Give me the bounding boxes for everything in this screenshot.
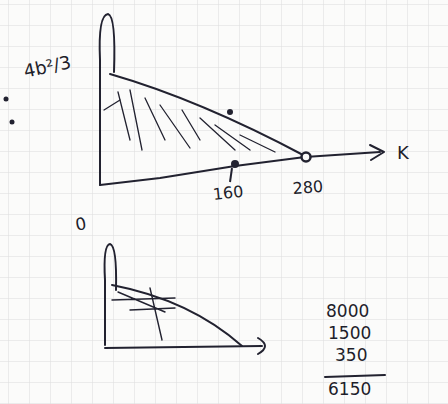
axis-tick: 280 [292,178,324,198]
sum-term: 8000 [326,302,369,321]
axis-name: K [397,143,409,163]
sum-term: 1500 [328,324,371,343]
axis-tick: 160 [212,183,244,204]
sum-result: 6150 [328,380,371,399]
sum-term: 350 [335,346,367,365]
